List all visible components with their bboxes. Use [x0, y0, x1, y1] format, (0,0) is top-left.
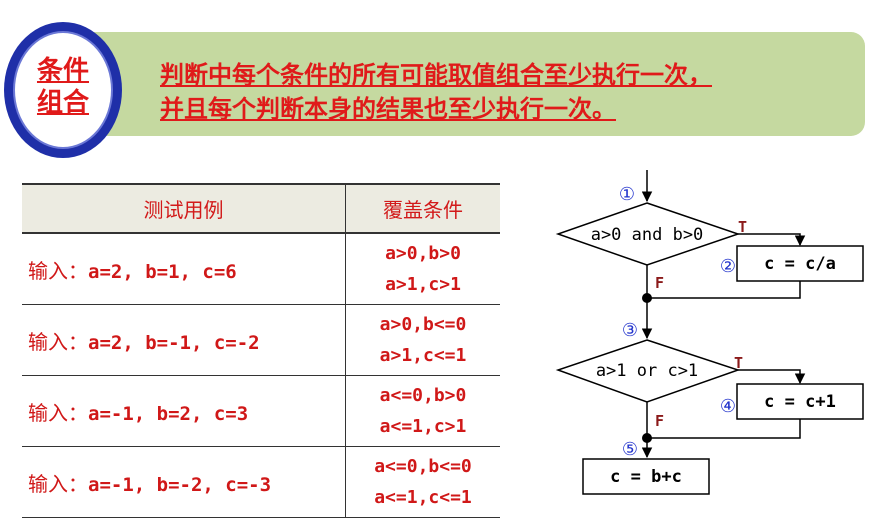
true-arrow-1 — [738, 233, 806, 247]
table-row: 输入：a=2, b=-1, c=-2 a>0,b<=0 a>1,c<=1 — [22, 304, 500, 376]
coverage-cell: a>0,b>0 a>1,c>1 — [345, 233, 500, 305]
condition-2: a>1,c<=1 — [379, 345, 467, 366]
process-box-2-label: c = c+1 — [764, 392, 836, 412]
point-3-marker: ③ — [622, 320, 638, 341]
badge-circle — [13, 31, 113, 149]
header-coverage: 覆盖条件 — [345, 183, 500, 234]
input-label: 输入： — [28, 471, 88, 496]
point-2-marker: ② — [720, 256, 736, 277]
decision-2-label: a>1 or c>1 — [596, 361, 698, 381]
false-label-2: F — [655, 412, 664, 430]
table-row: 输入：a=2, b=1, c=6 a>0,b>0 a>1,c>1 — [22, 233, 500, 305]
definition-text: 判断中每个条件的所有可能取值组合至少执行一次， 并且每个判断本身的结果也至少执行… — [160, 58, 712, 126]
condition-1: a>0,b<=0 — [379, 314, 467, 335]
badge-title: 条件 组合 — [13, 55, 113, 119]
condition-2: a>1,c>1 — [385, 274, 461, 295]
false-label-1: F — [655, 274, 664, 292]
condition-2: a<=1,c<=1 — [374, 487, 472, 508]
process-box-3 — [582, 458, 710, 495]
definition-banner — [70, 32, 865, 136]
condition-1: a<=0,b>0 — [379, 385, 467, 406]
true-label-2: T — [734, 354, 743, 372]
table-header-row: 测试用例 覆盖条件 — [22, 183, 500, 234]
point-1-marker: ① — [619, 184, 635, 205]
input-cell: 输入：a=-1, b=2, c=3 — [22, 375, 346, 447]
condition-1: a<=0,b<=0 — [374, 456, 472, 477]
input-label: 输入： — [28, 329, 88, 354]
true-label-1: T — [738, 218, 747, 236]
input-label: 输入： — [28, 258, 88, 283]
table-row: 输入：a=-1, b=2, c=3 a<=0,b>0 a<=1,c>1 — [22, 375, 500, 447]
return-line-2 — [647, 419, 801, 439]
input-values: a=-1, b=-2, c=-3 — [88, 473, 272, 496]
input-values: a=2, b=-1, c=-2 — [88, 331, 260, 354]
coverage-cell: a>0,b<=0 a>1,c<=1 — [345, 304, 500, 376]
badge-line-2: 组合 — [36, 88, 89, 118]
process-box-1-label: c = c/a — [764, 254, 836, 274]
header-test-case: 测试用例 — [22, 183, 346, 234]
input-values: a=2, b=1, c=6 — [88, 260, 237, 283]
input-values: a=-1, b=2, c=3 — [88, 402, 249, 425]
return-line-1 — [647, 281, 801, 299]
junction-dot-2 — [642, 433, 652, 443]
input-cell: 输入：a=2, b=1, c=6 — [22, 233, 346, 305]
input-label: 输入： — [28, 400, 88, 425]
definition-line-2: 并且每个判断本身的结果也至少执行一次。 — [160, 95, 616, 123]
point-5-marker: ⑤ — [622, 439, 638, 460]
condition-2: a<=1,c>1 — [379, 416, 467, 437]
point-4-marker: ④ — [720, 396, 736, 417]
input-cell: 输入：a=2, b=-1, c=-2 — [22, 304, 346, 376]
definition-line-1: 判断中每个条件的所有可能取值组合至少执行一次， — [160, 61, 712, 89]
decision-1-label: a>0 and b>0 — [591, 225, 704, 245]
coverage-cell: a<=0,b<=0 a<=1,c<=1 — [345, 446, 500, 518]
true-arrow-2 — [738, 369, 806, 385]
coverage-cell: a<=0,b>0 a<=1,c>1 — [345, 375, 500, 447]
badge-line-1: 条件 — [36, 56, 89, 86]
condition-1: a>0,b>0 — [385, 243, 461, 264]
junction-dot-1 — [642, 293, 652, 303]
process-box-3-label: c = b+c — [610, 467, 682, 487]
